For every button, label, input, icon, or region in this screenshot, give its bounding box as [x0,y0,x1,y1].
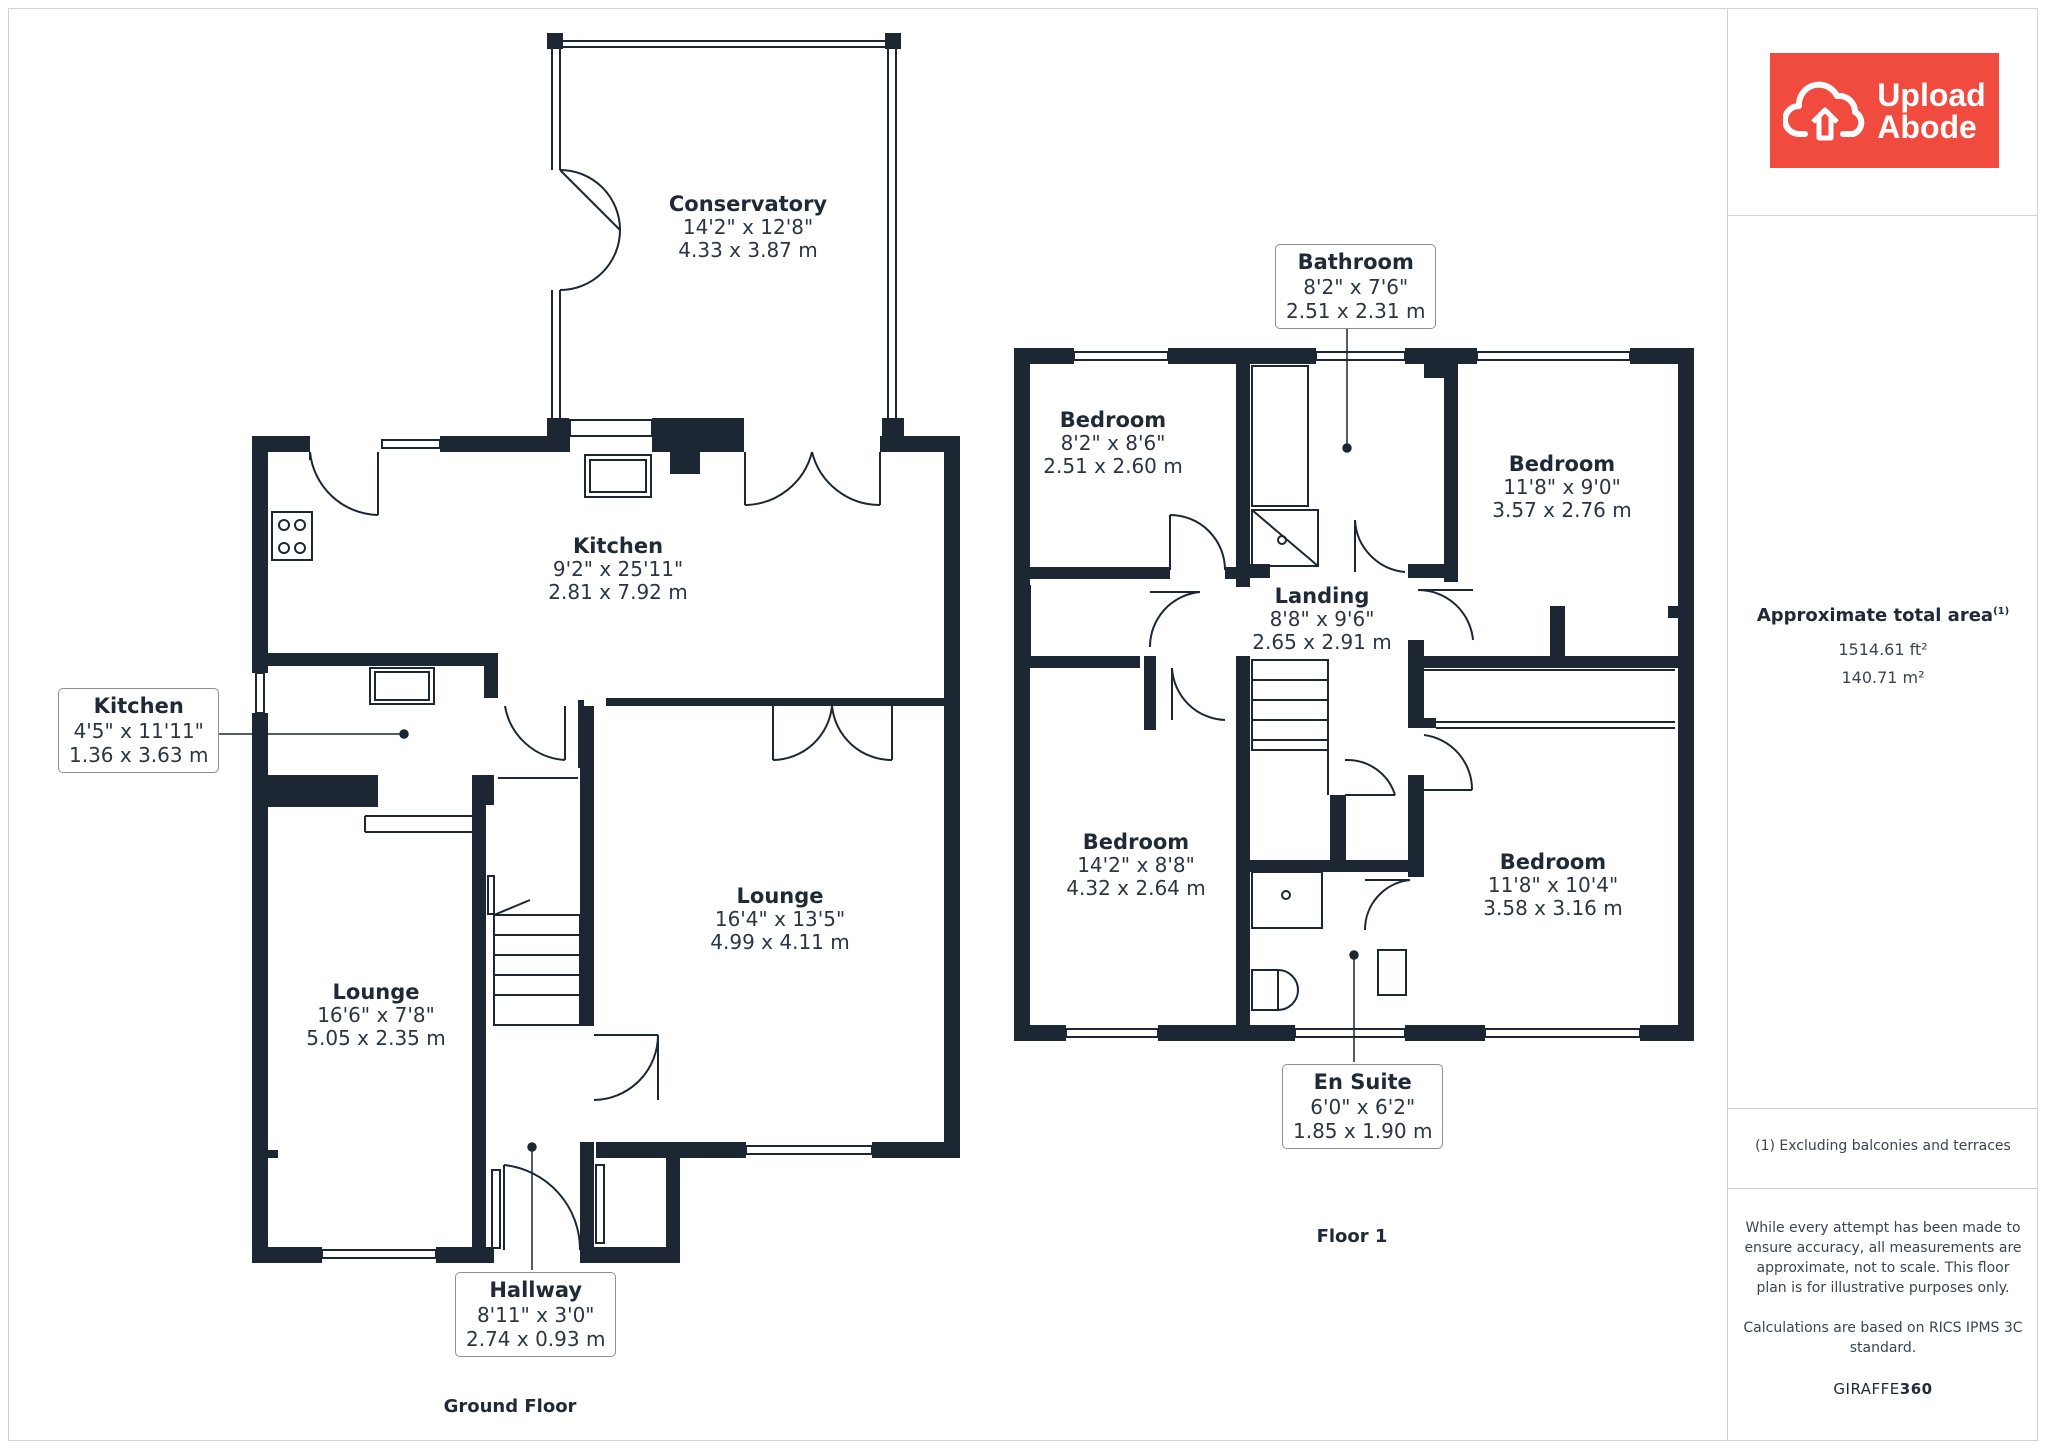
room-metric: 1.36 x 3.63 m [69,743,209,768]
area-footnote: (1) Excluding balconies and terraces [1755,1138,2011,1154]
disclaimer-line: plan is for illustrative purposes only. [1756,1280,2010,1296]
giraffe360-credit: GIRAFFE360 [1728,1380,2038,1398]
room-name: Bathroom [1297,250,1414,274]
room-metric: 4.33 x 3.87 m [678,238,818,263]
area-m2: 140.71 m² [1841,668,1925,687]
room-imperial: 8'2" x 7'6" [1303,275,1409,300]
room-metric: 3.58 x 3.16 m [1483,896,1623,921]
room-name: Landing [1274,584,1370,608]
label-bathroom: Bathroom 8'2" x 7'6" 2.51 x 2.31 m [1275,244,1437,330]
page-border [8,8,2038,1441]
room-conservatory: Conservatory 14'2" x 12'8" 4.33 x 3.87 m [669,192,827,262]
room-imperial: 14'2" x 8'8" [1077,853,1195,878]
sidebar-rule-2 [1728,1108,2038,1109]
room-metric: 4.32 x 2.64 m [1066,876,1206,901]
label-kitchen-small: Kitchen 4'5" x 11'11" 1.36 x 3.63 m [58,688,220,774]
disclaimer-line: approximate, not to scale. This floor [1756,1260,2010,1276]
room-metric: 4.99 x 4.11 m [710,930,850,955]
logo-line-2: Abode [1877,108,1977,145]
area-title: Approximate total area(1) [1728,605,2038,626]
room-name: Bedroom [1499,850,1607,874]
room-bedroom-4: Bedroom 11'8" x 10'4" 3.58 x 3.16 m [1483,850,1622,920]
room-metric: 2.51 x 2.31 m [1286,299,1426,324]
room-bedroom-2: Bedroom 11'8" x 9'0" 3.57 x 2.76 m [1492,452,1631,522]
room-metric: 2.81 x 7.92 m [548,580,688,605]
room-bedroom-3: Bedroom 14'2" x 8'8" 4.32 x 2.64 m [1066,830,1205,900]
room-metric: 2.51 x 2.60 m [1043,454,1183,479]
room-name: Bedroom [1508,452,1616,476]
area-ft2: 1514.61 ft² [1838,640,1928,659]
disclaimer: While every attempt has been made to ens… [1728,1218,2038,1358]
room-name: Bedroom [1059,408,1167,432]
room-kitchen: Kitchen 9'2" x 25'11" 2.81 x 7.92 m [548,534,687,604]
sidebar-rule-3 [1728,1188,2038,1189]
ground-floor-details [255,40,897,1259]
room-name: Kitchen [93,694,184,718]
first-floor-walls [1014,348,1694,1041]
room-imperial: 16'4" x 13'5" [714,907,846,932]
room-imperial: 8'2" x 8'6" [1060,431,1166,456]
room-imperial: 11'8" x 9'0" [1503,475,1621,500]
room-imperial: 8'11" x 3'0" [476,1303,595,1328]
area-footnote-mark: (1) [1993,606,2010,617]
logo-line-1: Upload [1877,76,1986,113]
room-imperial: 16'6" x 7'8" [317,1003,435,1028]
sidebar-divider [1727,8,1728,1441]
first-floor-details [1029,351,1675,1038]
logo-text: Upload Abode [1877,79,1985,143]
room-metric: 1.85 x 1.90 m [1293,1119,1433,1144]
credit-part-1: GIRAFFE [1833,1380,1900,1398]
room-name: En Suite [1313,1070,1412,1094]
room-name: Bedroom [1082,830,1190,854]
room-name: Conservatory [668,192,828,216]
room-name: Lounge [736,884,824,908]
disclaimer-line: While every attempt has been made to [1745,1220,2021,1236]
room-landing: Landing 8'8" x 9'6" 2.65 x 2.91 m [1252,584,1391,654]
room-name: Lounge [332,980,420,1004]
label-leaders [210,328,1359,1270]
floor-title-ground: Ground Floor [443,1396,577,1417]
room-imperial: 4'5" x 11'11" [73,719,204,744]
cloud-upload-icon [1783,81,1865,140]
room-name: Hallway [489,1278,583,1302]
disclaimer-line: Calculations are based on RICS IPMS 3C [1743,1320,2023,1336]
floor-plan-drawing [210,33,1694,1270]
label-en-suite: En Suite 6'0" x 6'2" 1.85 x 1.90 m [1282,1064,1444,1150]
brand-logo: Upload Abode [1770,53,1999,168]
room-imperial: 8'8" x 9'6" [1269,607,1375,632]
floor-title-first: Floor 1 [1316,1226,1388,1247]
room-metric: 2.65 x 2.91 m [1252,630,1392,655]
room-imperial: 9'2" x 25'11" [552,557,684,582]
room-lounge-large: Lounge 16'4" x 13'5" 4.99 x 4.11 m [710,884,849,954]
room-metric: 2.74 x 0.93 m [466,1327,606,1352]
room-metric: 3.57 x 2.76 m [1492,498,1632,523]
room-lounge-small: Lounge 16'6" x 7'8" 5.05 x 2.35 m [306,980,445,1050]
room-metric: 5.05 x 2.35 m [306,1026,446,1051]
area-title-text: Approximate total area [1756,605,1994,626]
room-bedroom-1: Bedroom 8'2" x 8'6" 2.51 x 2.60 m [1043,408,1182,478]
sidebar-rule-1 [1728,215,2038,216]
credit-part-2: 360 [1899,1380,1933,1398]
disclaimer-line: standard. [1849,1340,1917,1356]
room-imperial: 11'8" x 10'4" [1487,873,1619,898]
room-name: Kitchen [572,534,664,558]
room-imperial: 14'2" x 12'8" [682,215,814,240]
label-hallway: Hallway 8'11" x 3'0" 2.74 x 0.93 m [455,1272,617,1358]
ground-floor-walls [252,33,960,1263]
room-imperial: 6'0" x 6'2" [1310,1095,1416,1120]
disclaimer-line: ensure accuracy, all measurements are [1744,1240,2022,1256]
